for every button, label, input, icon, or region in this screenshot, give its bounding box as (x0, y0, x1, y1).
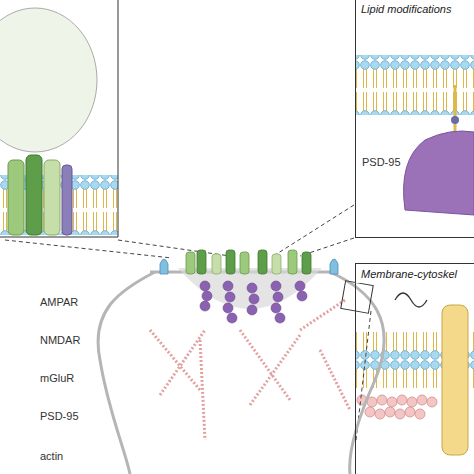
legend-label: AMPAR (40, 296, 78, 309)
panel-title: Lipid modifications (356, 0, 457, 18)
zoom-panel: Membrane-cytoskel (355, 263, 474, 474)
legend-label: mGluR (40, 372, 74, 385)
protein-label: PSD-95 (362, 156, 401, 169)
legend-label: PSD-95 (40, 410, 79, 423)
panel-title: Membrane-cytoskel (356, 265, 462, 283)
legend-label: actin (40, 450, 63, 463)
zoom-panel: Lipid modifications (355, 0, 474, 238)
legend-label: NMDAR (40, 334, 80, 347)
